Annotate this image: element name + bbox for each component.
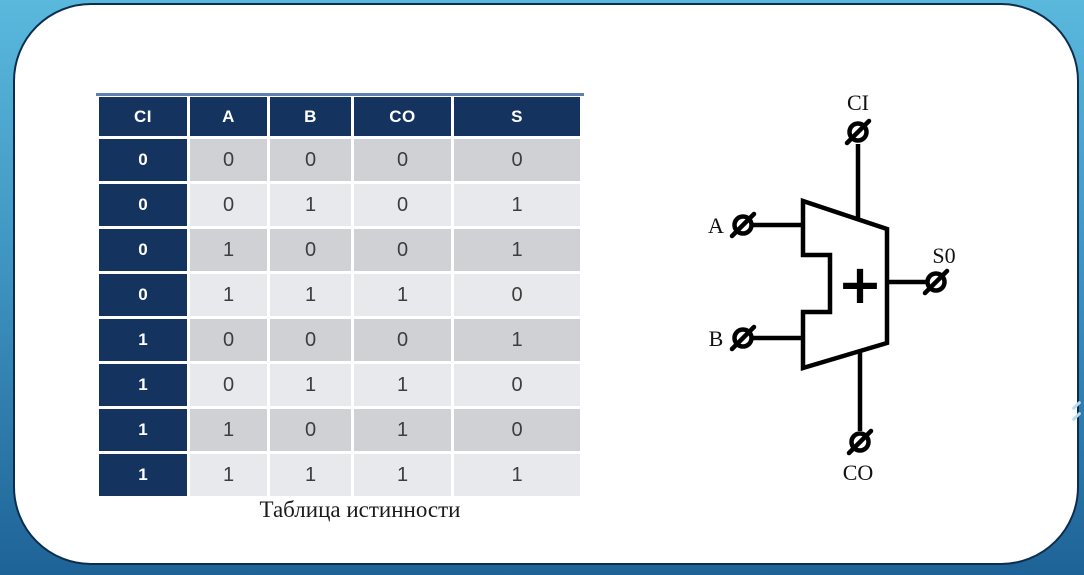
value-cell: 0 — [270, 409, 351, 451]
value-cell: 1 — [270, 454, 351, 496]
value-cell: 0 — [354, 319, 451, 361]
value-cell: 1 — [454, 454, 580, 496]
value-cell: 1 — [354, 409, 451, 451]
value-cell: 1 — [354, 364, 451, 406]
value-cell: 0 — [190, 139, 267, 181]
value-cell: 1 — [354, 454, 451, 496]
value-cell: 0 — [354, 184, 451, 226]
table-caption: Таблица истинности — [259, 497, 461, 522]
value-cell: 1 — [190, 274, 267, 316]
table-top-accent-line — [96, 93, 584, 96]
value-cell: 0 — [270, 319, 351, 361]
s0-connection-point-icon — [922, 268, 950, 296]
ci-pin-label: CI — [847, 90, 869, 115]
value-cell: 0 — [270, 139, 351, 181]
value-cell: 1 — [190, 409, 267, 451]
a-pin-label: A — [708, 213, 724, 238]
value-cell: 0 — [354, 139, 451, 181]
value-cell: 1 — [270, 364, 351, 406]
full-adder-diagram: + CI A B S0 CO — [708, 90, 956, 485]
value-cell: 0 — [190, 319, 267, 361]
value-cell: 0 — [190, 184, 267, 226]
row-header-cell: 0 — [99, 229, 187, 271]
value-cell: 1 — [354, 274, 451, 316]
adder-body-shape — [800, 197, 890, 372]
value-cell: 1 — [190, 229, 267, 271]
value-cell: 1 — [454, 319, 580, 361]
value-cell: 0 — [270, 229, 351, 271]
b-pin-label: B — [709, 326, 724, 351]
value-cell: 1 — [454, 184, 580, 226]
value-cell: 0 — [190, 364, 267, 406]
column-header: B — [270, 97, 351, 136]
a-connection-point-icon — [729, 211, 757, 239]
value-cell: 1 — [190, 454, 267, 496]
value-cell: 0 — [454, 409, 580, 451]
column-header: CO — [354, 97, 451, 136]
value-cell: 0 — [354, 229, 451, 271]
value-cell: 0 — [454, 139, 580, 181]
ci-connection-point-icon — [844, 118, 872, 146]
column-header: S — [454, 97, 580, 136]
co-pin-label: CO — [843, 460, 874, 485]
plus-operator: + — [837, 253, 882, 316]
row-header-cell: 0 — [99, 184, 187, 226]
row-header-cell: 1 — [99, 319, 187, 361]
row-header-cell: 1 — [99, 364, 187, 406]
column-header: A — [190, 97, 267, 136]
s0-pin-label: S0 — [932, 243, 955, 268]
value-cell: 0 — [454, 274, 580, 316]
row-header-cell: 0 — [99, 139, 187, 181]
value-cell: 1 — [270, 274, 351, 316]
value-cell: 0 — [454, 364, 580, 406]
row-header-cell: 1 — [99, 454, 187, 496]
co-connection-point-icon — [846, 428, 874, 456]
b-connection-point-icon — [729, 324, 757, 352]
row-header-cell: 1 — [99, 409, 187, 451]
column-header: CI — [99, 97, 187, 136]
row-header-cell: 0 — [99, 274, 187, 316]
value-cell: 1 — [454, 229, 580, 271]
value-cell: 1 — [270, 184, 351, 226]
